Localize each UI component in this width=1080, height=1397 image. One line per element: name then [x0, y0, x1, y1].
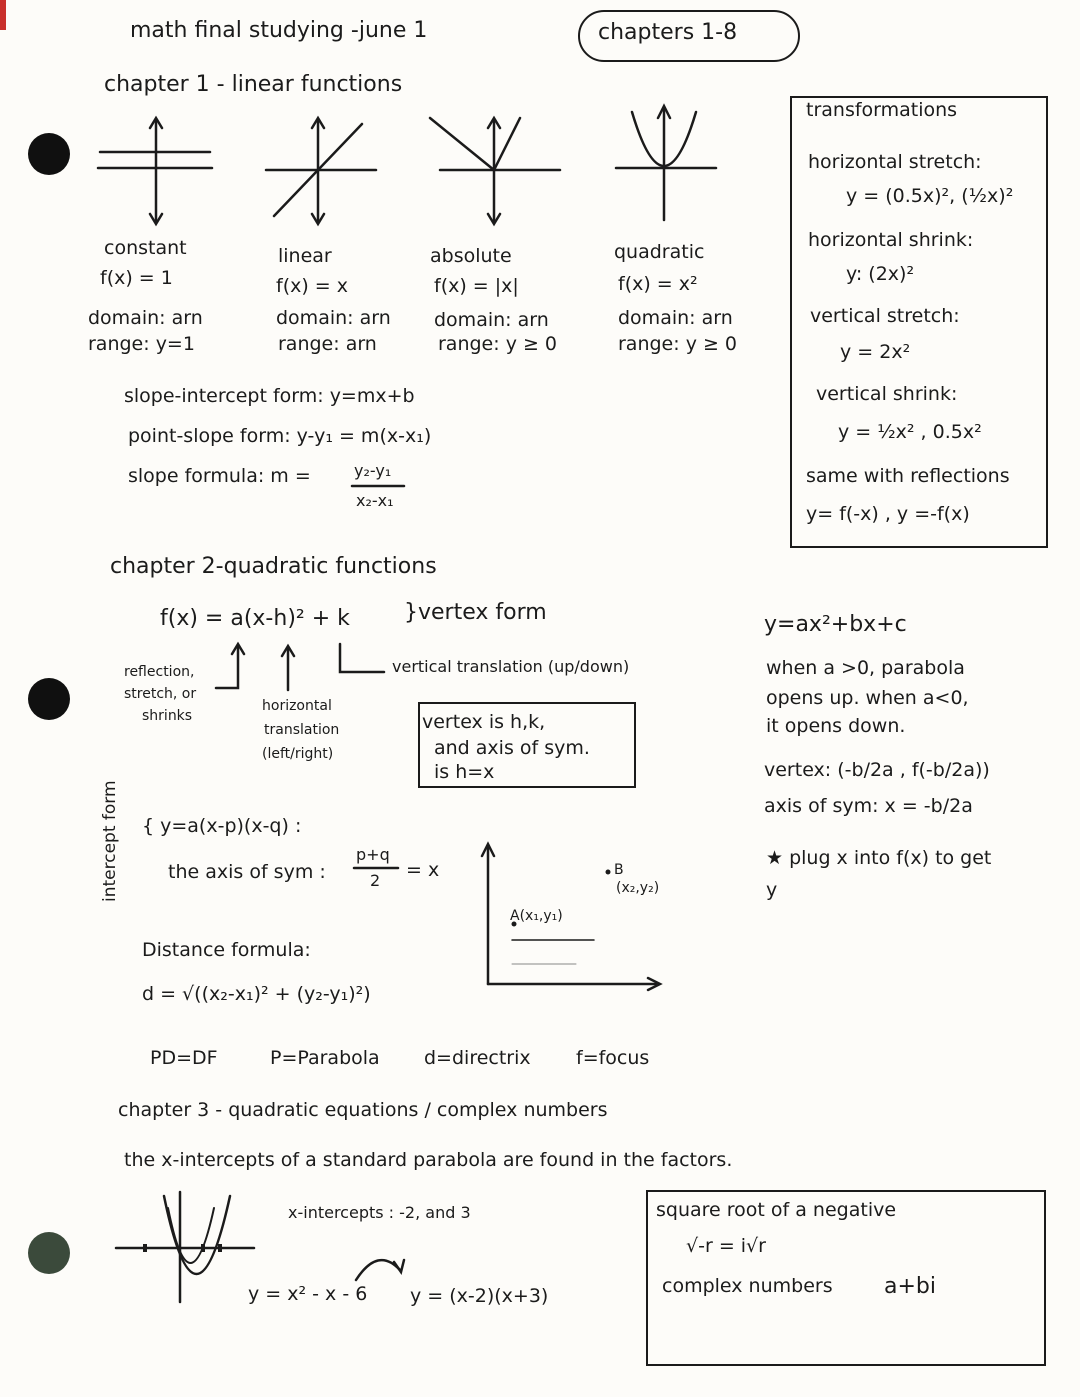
reflection-note-line3: shrinks [142, 708, 193, 724]
func-constant-range: range: y=1 [88, 333, 195, 355]
point-a-label: A(x₁,y₁) [510, 908, 563, 924]
square-root-negative-title: square root of a negative [656, 1199, 897, 1221]
transformations-title: transformations [806, 99, 958, 121]
vertex-formula: vertex: (-b/2a , f(-b/2a)) [764, 759, 990, 781]
slope-formula-denominator: x₂-x₁ [356, 491, 394, 510]
binder-hole [28, 678, 70, 720]
complex-numbers-box [646, 1190, 1046, 1366]
reflections-label: same with reflections [806, 465, 1010, 487]
plug-note-line2: y [766, 879, 778, 901]
binder-hole [28, 1232, 70, 1274]
distance-formula-label: Distance formula: [142, 939, 311, 961]
binder-hole [28, 133, 70, 175]
func-quadratic-range: range: y ≥ 0 [618, 333, 738, 355]
complex-numbers-label: complex numbers [662, 1275, 833, 1297]
parabola-def-f: f=focus [576, 1047, 650, 1069]
horizontal-note-line1: horizontal [262, 698, 332, 714]
a-note-line3: it opens down. [766, 715, 906, 737]
func-linear-rule: f(x) = x [276, 275, 349, 297]
func-constant-rule: f(x) = 1 [100, 267, 173, 289]
v-stretch-label: vertical stretch: [810, 305, 960, 327]
square-root-negative-rule: √-r = i√r [686, 1235, 766, 1257]
chapter3-note: the x-intercepts of a standard parabola … [124, 1149, 733, 1171]
intercept-axis-label: the axis of sym : [168, 861, 326, 883]
func-constant-name: constant [104, 237, 187, 259]
chapters-tag: chapters 1-8 [598, 20, 738, 45]
chapter3-heading: chapter 3 - quadratic equations / comple… [118, 1099, 608, 1121]
intercept-axis-numerator: p+q [356, 845, 390, 864]
v-stretch-eq: y = 2x² [840, 341, 911, 363]
intercept-form-eq: { y=a(x-p)(x-q) : [142, 815, 302, 837]
vertex-box-line1: vertex is h,k, [422, 711, 546, 733]
func-absolute-rule: f(x) = |x| [434, 275, 519, 297]
page-title: math final studying -june 1 [130, 18, 428, 43]
func-absolute-name: absolute [430, 245, 512, 267]
point-slope-form: point-slope form: y-y₁ = m(x-x₁) [128, 425, 432, 447]
vertex-form-equation: f(x) = a(x-h)² + k [160, 606, 350, 631]
vertex-info-box [418, 702, 636, 788]
page-corner-mark [0, 0, 6, 30]
chapter1-heading: chapter 1 - linear functions [104, 72, 403, 97]
vertical-translation-note: vertical translation (up/down) [392, 657, 630, 676]
vertex-box-line3: is h=x [434, 761, 495, 783]
v-shrink-label: vertical shrink: [816, 383, 958, 405]
slope-formula-numerator: y₂-y₁ [354, 461, 392, 480]
standard-quadratic-eq: y = x² - x - 6 [248, 1283, 368, 1305]
complex-numbers-form: a+bi [884, 1274, 936, 1299]
intercept-axis-eq: = x [406, 859, 440, 881]
reflection-note-line1: reflection, [124, 664, 195, 680]
func-constant-domain: domain: arn [88, 307, 203, 329]
quadratic-graph [614, 103, 718, 222]
func-linear-domain: domain: arn [276, 307, 391, 329]
a-note-line1: when a >0, parabola [766, 657, 965, 679]
func-linear-name: linear [278, 245, 332, 267]
plug-note-line1: ★ plug x into f(x) to get [766, 847, 992, 869]
func-linear-range: range: arn [278, 333, 377, 355]
slope-formula-label: slope formula: m = [128, 465, 311, 487]
vertex-box-line2: and axis of sym. [434, 737, 590, 759]
factored-quadratic-eq: y = (x-2)(x+3) [410, 1285, 549, 1307]
func-absolute-range: range: y ≥ 0 [438, 333, 558, 355]
linear-graph [264, 115, 378, 227]
parabola-def-d: d=directrix [424, 1047, 531, 1069]
vertex-form-label: }vertex form [404, 600, 547, 625]
parabola-def-p: P=Parabola [270, 1047, 380, 1069]
distance-formula-eq: d = √((x₂-x₁)² + (y₂-y₁)²) [142, 983, 371, 1005]
slope-intercept-form: slope-intercept form: y=mx+b [124, 385, 415, 407]
func-absolute-domain: domain: arn [434, 309, 549, 331]
x-intercepts-note: x-intercepts : -2, and 3 [288, 1203, 471, 1222]
constant-graph [96, 115, 214, 227]
h-shrink-eq: y: (2x)² [846, 263, 915, 285]
absolute-graph [428, 115, 562, 227]
func-quadratic-name: quadratic [614, 241, 705, 263]
horizontal-note-line2: translation [264, 722, 340, 738]
a-note-line2: opens up. when a<0, [766, 687, 969, 709]
intercept-axis-denominator: 2 [370, 871, 381, 890]
func-quadratic-rule: f(x) = x² [618, 273, 698, 295]
reflection-note-line2: stretch, or [124, 686, 197, 702]
parabola-def-pd: PD=DF [150, 1047, 218, 1069]
reflections-eq: y= f(-x) , y =-f(x) [806, 503, 970, 525]
h-stretch-eq: y = (0.5x)², (½x)² [846, 185, 1014, 207]
chapters-tag-box [578, 10, 800, 62]
axis-of-symmetry-formula: axis of sym: x = -b/2a [764, 795, 973, 817]
point-b-coords: (x₂,y₂) [616, 880, 660, 896]
chapter2-heading: chapter 2-quadratic functions [110, 554, 437, 579]
horizontal-note-line3: (left/right) [262, 746, 334, 762]
h-stretch-label: horizontal stretch: [808, 151, 982, 173]
transformations-box [790, 96, 1048, 548]
func-quadratic-domain: domain: arn [618, 307, 733, 329]
h-shrink-label: horizontal shrink: [808, 229, 974, 251]
intercept-form-side-label: intercept form [100, 780, 120, 902]
v-shrink-eq: y = ½x² , 0.5x² [838, 421, 982, 443]
point-b-label: B [614, 862, 624, 878]
standard-form-eq: y=ax²+bx+c [764, 612, 907, 637]
